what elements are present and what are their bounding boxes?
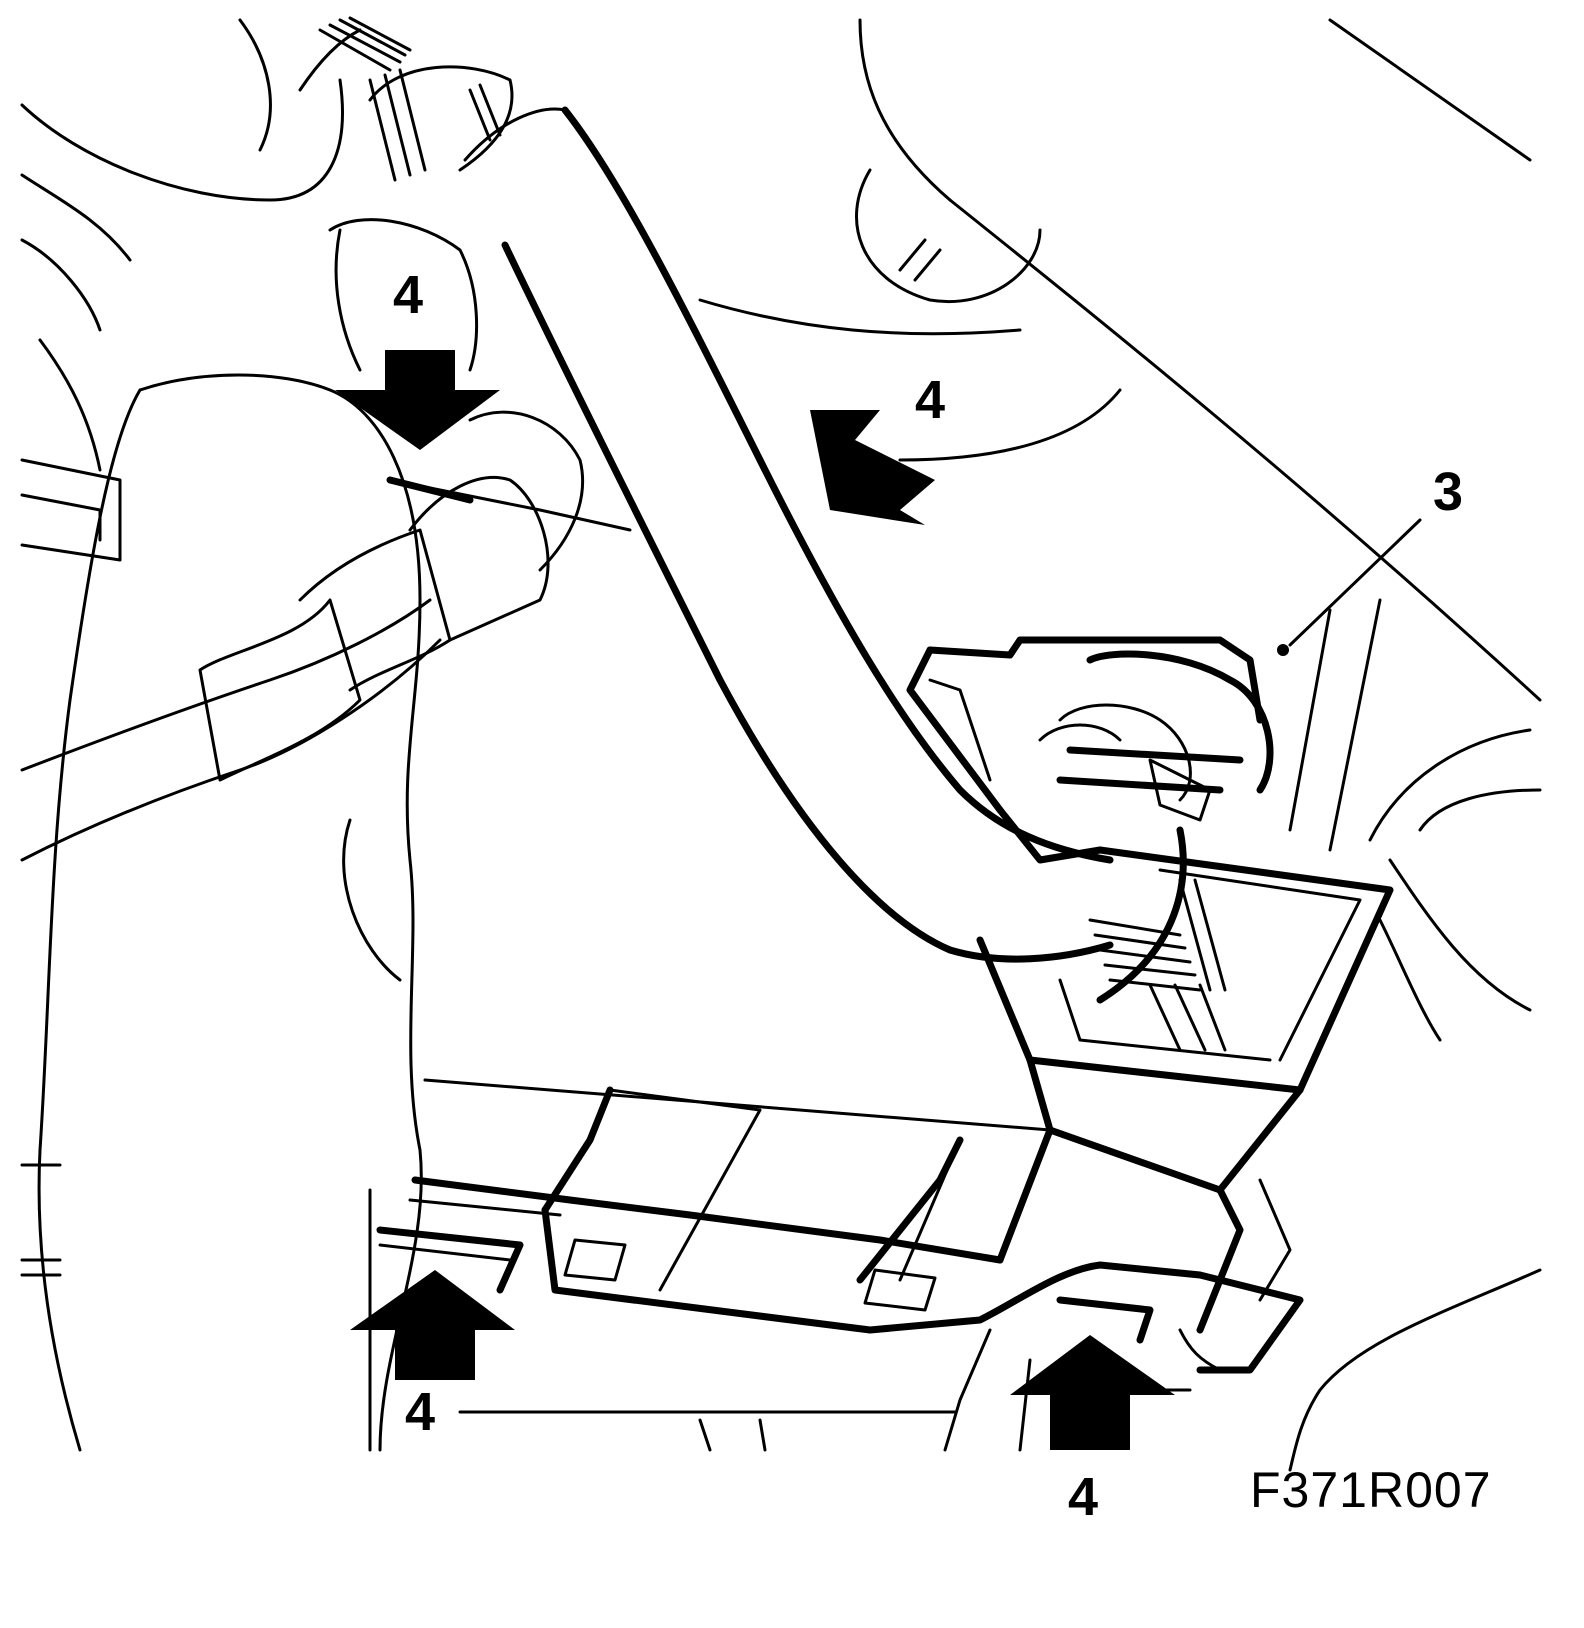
background-structure bbox=[20, 18, 1542, 1472]
arrow-up-bottom-left bbox=[350, 1270, 515, 1380]
mounting-tray bbox=[376, 1056, 1304, 1452]
arrow-diagonal-top-mid bbox=[810, 410, 935, 525]
callout-4-bottom-right: 4 bbox=[1068, 1467, 1099, 1527]
callout-3-part: 3 bbox=[1433, 462, 1464, 522]
cable-loom-left bbox=[20, 16, 632, 862]
callout-4-bottom-left: 4 bbox=[405, 1382, 436, 1442]
leader-dot bbox=[1277, 644, 1289, 656]
connector-housing bbox=[906, 636, 1394, 1094]
main-hose bbox=[463, 106, 1114, 963]
figure-code: F371R007 bbox=[1250, 1462, 1492, 1518]
arrow-up-bottom-right bbox=[1010, 1335, 1175, 1450]
arrow-down-top-left bbox=[335, 350, 500, 450]
callout-4-top-left: 4 bbox=[393, 265, 424, 325]
callout-4-top-mid: 4 bbox=[915, 370, 946, 430]
leader-lines bbox=[458, 518, 1422, 1414]
